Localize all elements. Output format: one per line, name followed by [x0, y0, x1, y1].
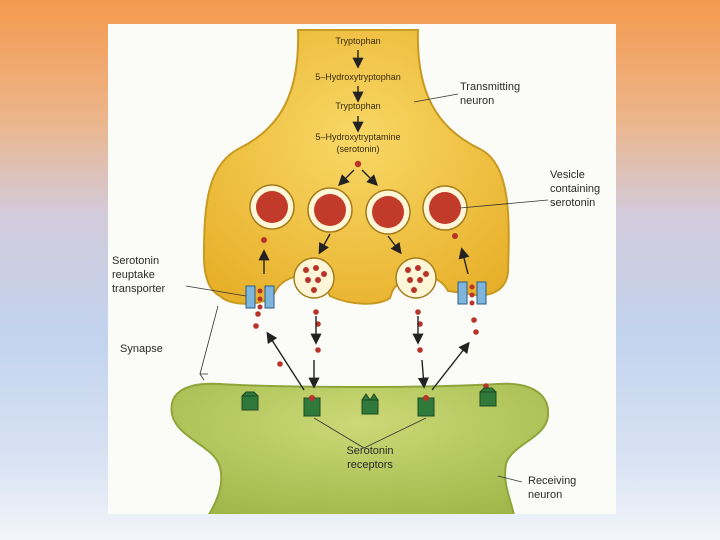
label-reuptake-line1: Serotonin: [112, 255, 159, 267]
reuptake-transporter-left: [245, 285, 275, 310]
vesicle-4: [422, 185, 468, 231]
receptor-1: [241, 391, 259, 411]
reuptake-arrow-right: [458, 247, 470, 275]
vesicle-3: [365, 189, 411, 235]
reuptake-dot-left: [261, 237, 267, 243]
label-transmitting-line2: neuron: [460, 95, 494, 107]
receptor-3: [361, 393, 379, 415]
leader-receiving: [497, 475, 523, 483]
transmitting-neuron-shape: [202, 29, 510, 305]
label-receptors-line2: receptors: [347, 459, 393, 471]
pathway-step1: Tryptophan: [335, 36, 380, 46]
bound-serotonin-left: [309, 395, 315, 401]
leader-reuptake: [185, 285, 247, 297]
leader-receptors: [313, 417, 427, 449]
vesicle-move-arrow-right: [387, 235, 402, 255]
vesicle-1: [249, 184, 295, 230]
leader-transmitting: [413, 93, 459, 103]
pathway-step2: 5–Hydroxytryptophan: [315, 72, 401, 82]
reuptake-dot-right: [452, 233, 458, 239]
vesicle-2: [307, 187, 353, 233]
receptor-5: [479, 387, 497, 407]
label-reuptake-line2: reuptake: [112, 269, 155, 281]
pathway-step4-line2: (serotonin): [336, 144, 379, 154]
label-reuptake-line3: transporter: [112, 283, 166, 295]
label-vesicle-line3: serotonin: [550, 197, 595, 209]
serotonin-molecule: [354, 160, 362, 168]
label-vesicle-line2: containing: [550, 183, 600, 195]
fusing-vesicle-right: [395, 257, 437, 299]
label-vesicle-line1: Vesicle: [550, 169, 585, 181]
pathway-arrow-split-right: [361, 169, 378, 186]
fusing-vesicle-left: [293, 257, 335, 299]
label-receptors-line1: Serotonin: [346, 445, 393, 457]
leader-vesicle: [459, 199, 549, 209]
leader-synapse: [199, 305, 219, 381]
receiving-neuron-shape: [170, 382, 550, 514]
vesicle-move-arrow-left: [318, 233, 331, 255]
pathway-arrow-split-left: [338, 169, 355, 186]
reuptake-diagonal-left: [266, 331, 305, 391]
pathway-step3: Tryptophan: [335, 101, 380, 111]
reuptake-diagonal-right: [431, 341, 470, 391]
label-receiving-line1: Receiving: [528, 475, 576, 487]
pathway-step4-line1: 5–Hydroxytryptamine: [315, 132, 400, 142]
label-transmitting-line1: Transmitting: [460, 81, 520, 93]
diffuse-arrow-right: [417, 359, 429, 389]
bound-serotonin-right: [423, 395, 429, 401]
reuptake-transporter-right: [457, 281, 487, 306]
label-synapse: Synapse: [120, 343, 163, 355]
serotonin-synapse-figure: Tryptophan 5–Hydroxytryptophan Tryptopha…: [108, 24, 616, 514]
label-receiving-line2: neuron: [528, 489, 562, 501]
